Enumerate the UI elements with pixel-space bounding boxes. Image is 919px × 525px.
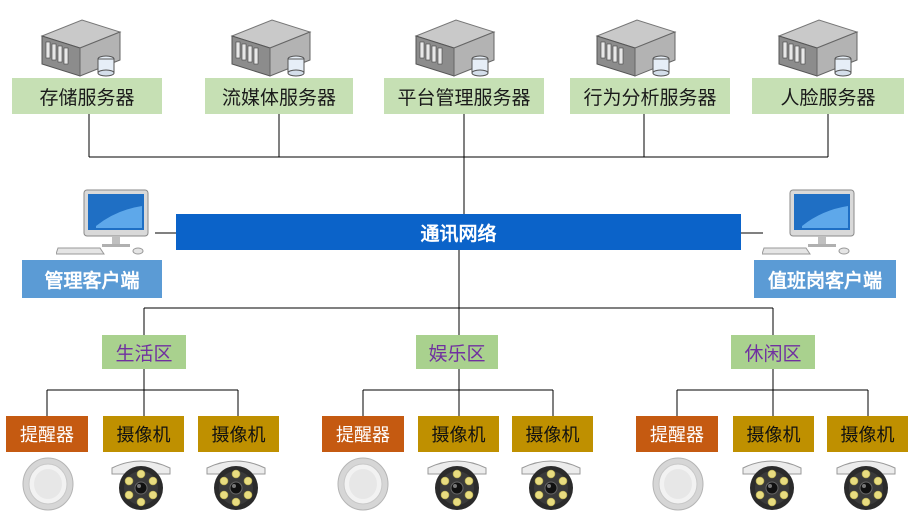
server-label-storage: 存储服务器 — [12, 78, 162, 114]
device-label-camera: 摄像机 — [827, 416, 908, 452]
camera-icon — [836, 460, 896, 510]
device-label-camera: 摄像机 — [103, 416, 184, 452]
device-label-alarm: 提醒器 — [322, 416, 404, 452]
camera-icon — [742, 460, 802, 510]
zone-label-entertainment: 娱乐区 — [416, 335, 498, 369]
desktop-computer-icon — [56, 189, 149, 255]
camera-icon — [206, 460, 266, 510]
alarm-speaker-icon — [22, 457, 74, 511]
server-label-streaming: 流媒体服务器 — [205, 78, 353, 114]
device-label-alarm: 提醒器 — [6, 416, 88, 452]
device-label-camera: 摄像机 — [198, 416, 279, 452]
alarm-speaker-icon — [652, 457, 704, 511]
server-label-platform: 平台管理服务器 — [384, 78, 544, 114]
client-label-admin: 管理客户端 — [22, 260, 162, 298]
zone-label-leisure: 休闲区 — [731, 335, 815, 369]
server-icon — [777, 19, 859, 77]
client-label-duty: 值班岗客户端 — [754, 260, 896, 298]
desktop-computer-icon — [762, 189, 855, 255]
device-label-alarm: 提醒器 — [636, 416, 718, 452]
device-label-camera: 摄像机 — [733, 416, 814, 452]
server-icon — [414, 19, 496, 77]
server-label-behavior: 行为分析服务器 — [570, 78, 730, 114]
device-label-camera: 摄像机 — [512, 416, 593, 452]
server-icon — [230, 19, 312, 77]
server-icon — [40, 19, 122, 77]
zone-label-living: 生活区 — [102, 335, 186, 369]
device-label-camera: 摄像机 — [418, 416, 499, 452]
camera-icon — [521, 460, 581, 510]
server-label-face: 人脸服务器 — [752, 78, 904, 114]
camera-icon — [111, 460, 171, 510]
server-icon — [595, 19, 677, 77]
network-bar: 通讯网络 — [176, 214, 741, 250]
camera-icon — [427, 460, 487, 510]
alarm-speaker-icon — [337, 457, 389, 511]
